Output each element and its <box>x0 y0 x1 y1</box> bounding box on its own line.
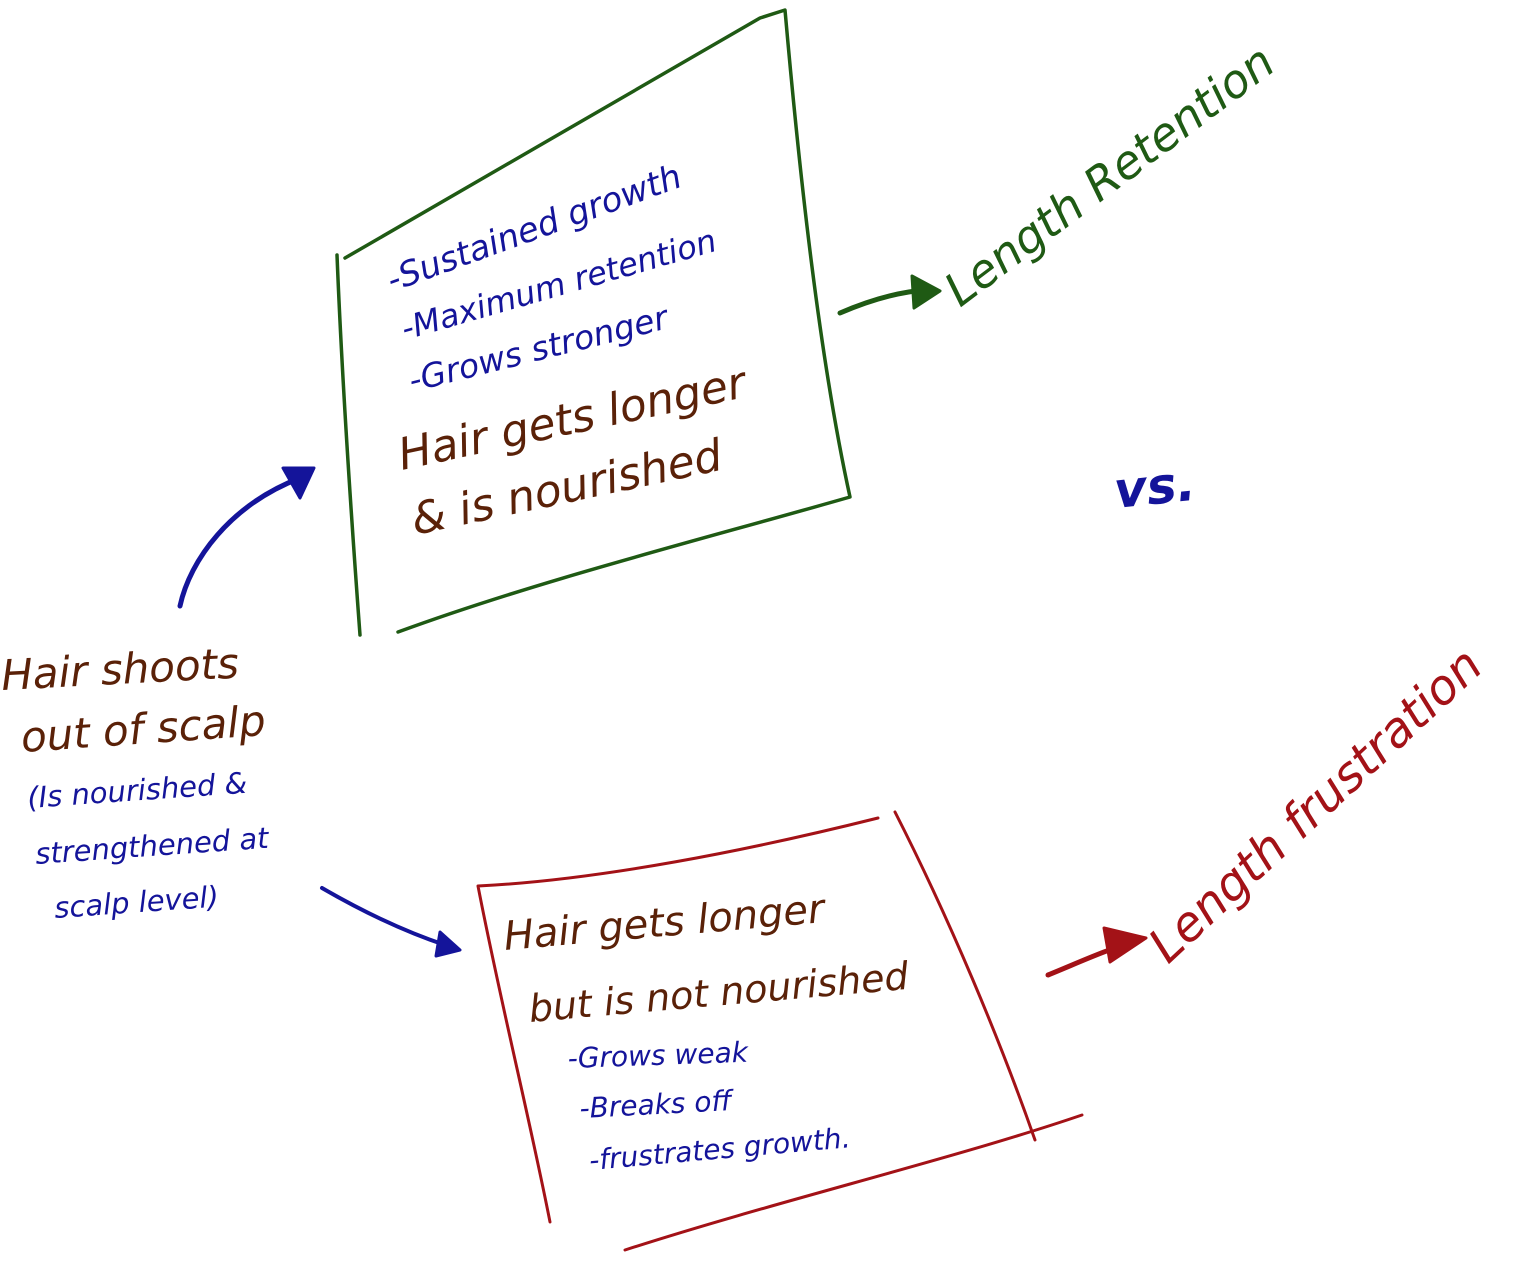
versus-label: vs. <box>1111 454 1198 520</box>
bottom-bullet-1: -Grows weak <box>567 1036 750 1075</box>
bottom-box-border <box>476 810 1084 1252</box>
bottom-summary-line-2: but is not nourished <box>527 954 911 1031</box>
source-note-line-1: (Is nourished & <box>26 766 248 815</box>
arrow-source-to-top <box>177 466 316 609</box>
outcome-negative-label: Length frustration <box>1138 637 1493 974</box>
arrow-top-to-retention <box>837 274 942 316</box>
top-outcome-box: -Sustained growth -Maximum retention -Gr… <box>335 8 852 637</box>
outcome-positive-label: Length Retention <box>934 34 1284 317</box>
arrowhead-icon <box>281 466 316 500</box>
arrow-shaft <box>177 475 303 609</box>
arrowhead-icon <box>1102 926 1148 964</box>
source-title-line-2: out of scalp <box>19 696 267 762</box>
bottom-outcome-box: Hair gets longer but is not nourished -G… <box>476 810 1084 1252</box>
bottom-bullet-3: -frustrates growth. <box>588 1121 852 1177</box>
arrow-shaft <box>320 886 447 947</box>
arrow-bottom-to-frustration <box>1045 926 1148 978</box>
arrowhead-icon <box>434 930 462 958</box>
source-block: Hair shoots out of scalp (Is nourished &… <box>0 639 271 925</box>
arrow-source-to-bottom <box>320 886 462 958</box>
source-note-line-3: scalp level) <box>53 880 220 925</box>
source-note-line-2: strengthened at <box>34 821 271 871</box>
arrowhead-icon <box>910 274 942 310</box>
bottom-bullet-2: -Breaks off <box>579 1084 736 1125</box>
bottom-summary-line-1: Hair gets longer <box>502 886 829 960</box>
top-box-border <box>335 8 852 637</box>
source-title-line-1: Hair shoots <box>0 639 240 700</box>
